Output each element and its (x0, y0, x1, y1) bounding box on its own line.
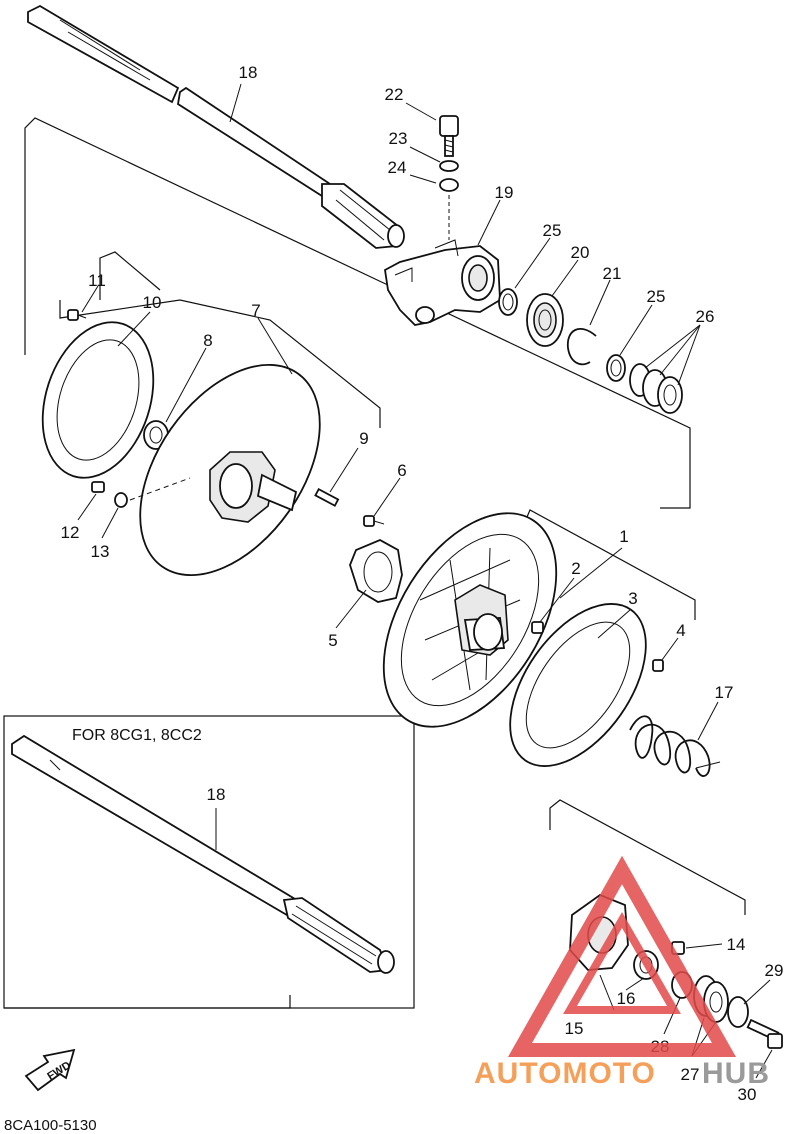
callout-6: 6 (397, 461, 406, 480)
movable-sheave-1 (382, 512, 558, 728)
callouts: 18 22 23 24 19 25 20 21 25 26 11 10 7 8 … (61, 63, 784, 1104)
watermark-text: AUTOMOTO HUB (474, 1057, 770, 1090)
callout-20: 20 (571, 243, 590, 262)
ring-plate-10 (41, 321, 155, 479)
callout-16: 16 (617, 989, 636, 1008)
variant-caption: FOR 8CG1, 8CC2 (72, 727, 202, 744)
bolt-22 (439, 115, 459, 157)
circlip-25b (606, 354, 626, 382)
circlip-21 (567, 328, 597, 366)
circlip-25a (498, 288, 518, 316)
group-frame-7 (59, 299, 381, 428)
screw-4 (652, 659, 664, 672)
callout-3: 3 (628, 589, 637, 608)
callout-26: 26 (696, 307, 715, 326)
drawing-code: 8CA100-5130 (4, 1117, 97, 1134)
gasket-5 (349, 539, 403, 603)
drive-shaft-top (27, 4, 405, 249)
callout-15: 15 (565, 1019, 584, 1038)
group-frame-10-bracket (99, 251, 161, 300)
pin-9 (314, 487, 340, 507)
callout-22: 22 (385, 85, 404, 104)
callout-24: 24 (388, 158, 407, 177)
variant-box-bottom (4, 995, 291, 1009)
callout-11: 11 (88, 271, 106, 290)
spring-17 (629, 715, 721, 777)
bolt-30 (746, 1018, 783, 1049)
callout-2: 2 (571, 559, 580, 578)
automotohub-watermark-logo (507, 855, 737, 1057)
lock-washer-23 (439, 160, 459, 172)
callout-19: 19 (495, 183, 514, 202)
plate-3 (509, 603, 647, 767)
group-frame-sub (549, 799, 746, 915)
callout-25a: 25 (543, 221, 562, 240)
callout-27: 27 (681, 1065, 700, 1084)
washer-29 (727, 996, 749, 1028)
callout-12: 12 (61, 523, 80, 542)
group-frame-main (24, 117, 691, 509)
fwd-arrow-icon: FWD (24, 1048, 76, 1092)
drive-shaft-variant (11, 734, 395, 974)
washer-13 (114, 492, 128, 508)
bolt-12 (91, 481, 105, 493)
callout-14: 14 (727, 935, 746, 954)
callout-25b: 25 (647, 287, 666, 306)
callout-30: 30 (738, 1085, 757, 1104)
bearing-20 (526, 293, 564, 347)
callout-4: 4 (676, 621, 685, 640)
screw-6 (363, 515, 385, 527)
callout-13: 13 (91, 542, 110, 561)
bearing-holder-19 (384, 239, 501, 326)
callout-29: 29 (765, 961, 784, 980)
callout-18-variant: 18 (207, 785, 226, 804)
callout-9: 9 (359, 429, 368, 448)
callout-8: 8 (203, 331, 212, 350)
bolt-11 (67, 309, 87, 321)
callout-10: 10 (143, 293, 162, 312)
watermark-text-automoto: AUTOMOTO (474, 1057, 656, 1090)
callout-7: 7 (251, 301, 260, 320)
watermark-text-hub: HUB (702, 1057, 770, 1090)
fixed-sheave-7 (139, 363, 321, 577)
washer-24 (439, 178, 459, 192)
screw-2 (531, 621, 544, 634)
callout-5: 5 (328, 631, 337, 650)
callout-18-top: 18 (239, 63, 258, 82)
callout-1: 1 (619, 527, 628, 546)
callout-17: 17 (715, 683, 734, 702)
callout-23: 23 (389, 129, 408, 148)
collar-set-26 (629, 363, 683, 414)
callout-21: 21 (603, 264, 622, 283)
